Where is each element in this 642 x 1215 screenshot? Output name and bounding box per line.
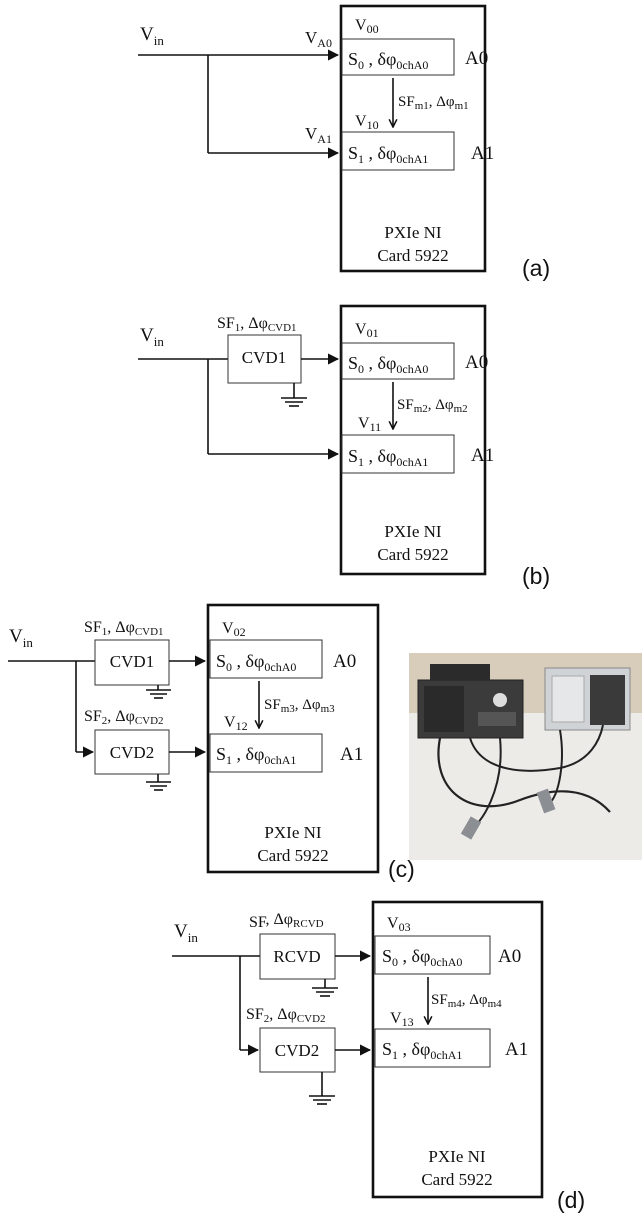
v-top-label: V03 bbox=[387, 915, 411, 934]
channel-a0-name: A0 bbox=[465, 352, 488, 373]
sf-label: SFm3, Δφm3 bbox=[264, 697, 335, 715]
ground-icon bbox=[146, 774, 171, 791]
sf-label: SFm2, Δφm2 bbox=[397, 397, 468, 415]
v-bot-label: V11 bbox=[358, 415, 381, 434]
channel-a0-box bbox=[341, 342, 455, 380]
sf-label: SFm4, Δφm4 bbox=[431, 992, 502, 1010]
cvd1-params: SF1, ΔφCVD1 bbox=[217, 315, 297, 334]
panel-tag: (a) bbox=[522, 255, 550, 281]
panel-tag: (c) bbox=[388, 856, 415, 882]
vin-label: Vin bbox=[140, 24, 164, 48]
v-top-label: V02 bbox=[222, 620, 246, 639]
vin-label: Vin bbox=[174, 921, 198, 945]
card-name-line1: PXIe NI bbox=[384, 223, 441, 242]
v-bot-label: V12 bbox=[224, 714, 248, 733]
panel-c: Vin SF1, ΔφCVD1 SF2, ΔφCVD2 CVD1 CVD2 V0… bbox=[8, 603, 642, 882]
sf-label: SFm1, Δφm1 bbox=[398, 94, 469, 112]
vin-label: Vin bbox=[9, 626, 33, 650]
card-name-line2: Card 5922 bbox=[377, 545, 448, 564]
card-name-line2: Card 5922 bbox=[377, 246, 448, 265]
channel-a1-name: A1 bbox=[505, 1039, 528, 1060]
channel-a1-box bbox=[374, 1028, 491, 1068]
s1-label: S1 , δφ0chA1 bbox=[348, 143, 428, 166]
s0-label: S0 , δφ0chA0 bbox=[382, 946, 462, 969]
panel-a: Vin VA0 VA1 V00 V10 S0 , δφ0chA0 S1 , δφ… bbox=[138, 4, 550, 281]
channel-a1-box bbox=[209, 733, 323, 773]
setup-photo bbox=[409, 653, 642, 860]
cvd1-box bbox=[227, 334, 302, 384]
card-name-line2: Card 5922 bbox=[257, 846, 328, 865]
rcvd-label: RCVD bbox=[273, 947, 320, 966]
cvd2-box bbox=[94, 729, 170, 775]
cvd1-label: CVD1 bbox=[242, 348, 286, 367]
ground-icon bbox=[309, 1072, 335, 1105]
panel-tag: (b) bbox=[522, 563, 550, 589]
s0-label: S0 , δφ0chA0 bbox=[348, 353, 428, 376]
channel-a1-name: A1 bbox=[340, 744, 363, 765]
cvd2-label: CVD2 bbox=[110, 743, 154, 762]
vin-label: Vin bbox=[140, 325, 164, 349]
channel-a0-box bbox=[374, 935, 491, 975]
channel-a0-name: A0 bbox=[498, 946, 521, 967]
card-name-line1: PXIe NI bbox=[428, 1147, 485, 1166]
ground-icon bbox=[146, 685, 171, 699]
s1-label: S1 , δφ0chA1 bbox=[216, 744, 296, 767]
pxie-card-box bbox=[206, 603, 380, 874]
v-bot-label: V13 bbox=[390, 1010, 414, 1029]
panel-d: Vin SF, ΔφRCVD SF2, ΔφCVD2 RCVD CVD2 V03… bbox=[172, 900, 585, 1213]
pxie-card-box bbox=[339, 4, 487, 273]
ground-icon bbox=[312, 979, 338, 997]
s0-label: S0 , δφ0chA0 bbox=[216, 651, 296, 674]
pxie-card-box bbox=[339, 304, 487, 576]
va1-label: VA1 bbox=[305, 124, 332, 146]
v-bot-label: V10 bbox=[355, 113, 379, 132]
rcvd-params: SF, ΔφRCVD bbox=[249, 911, 324, 931]
channel-a1-name: A1 bbox=[471, 143, 494, 164]
v-top-label: V00 bbox=[355, 17, 379, 36]
card-name-line1: PXIe NI bbox=[264, 823, 321, 842]
v-top-label: V01 bbox=[355, 321, 379, 340]
s1-label: S1 , δφ0chA1 bbox=[382, 1039, 462, 1062]
va0-label: VA0 bbox=[305, 28, 332, 50]
cvd2-params: SF2, ΔφCVD2 bbox=[84, 708, 164, 727]
cvd1-params: SF1, ΔφCVD1 bbox=[84, 619, 164, 638]
card-name-line2: Card 5922 bbox=[421, 1170, 492, 1189]
panel-b: Vin SF1, ΔφCVD1 CVD1 V01 V11 S0 , δφ0chA… bbox=[138, 304, 550, 589]
cvd2-box bbox=[259, 1027, 336, 1073]
channel-a1-box bbox=[341, 131, 455, 171]
ground-icon bbox=[281, 383, 307, 407]
card-name-line1: PXIe NI bbox=[384, 522, 441, 541]
cvd1-label: CVD1 bbox=[110, 652, 154, 671]
channel-a0-name: A0 bbox=[465, 48, 488, 69]
channel-a0-name: A0 bbox=[333, 651, 356, 672]
channel-a0-box bbox=[341, 38, 455, 76]
channel-a0-box bbox=[209, 639, 323, 679]
channel-a1-name: A1 bbox=[471, 445, 494, 466]
cvd2-label: CVD2 bbox=[275, 1041, 319, 1060]
pxie-card-box bbox=[371, 900, 544, 1199]
cvd1-box bbox=[94, 639, 170, 686]
cvd2-params: SF2, ΔφCVD2 bbox=[246, 1006, 326, 1025]
s1-label: S1 , δφ0chA1 bbox=[348, 446, 428, 469]
channel-a1-box bbox=[341, 434, 455, 474]
panel-tag: (d) bbox=[557, 1187, 585, 1213]
s0-label: S0 , δφ0chA0 bbox=[348, 49, 428, 72]
